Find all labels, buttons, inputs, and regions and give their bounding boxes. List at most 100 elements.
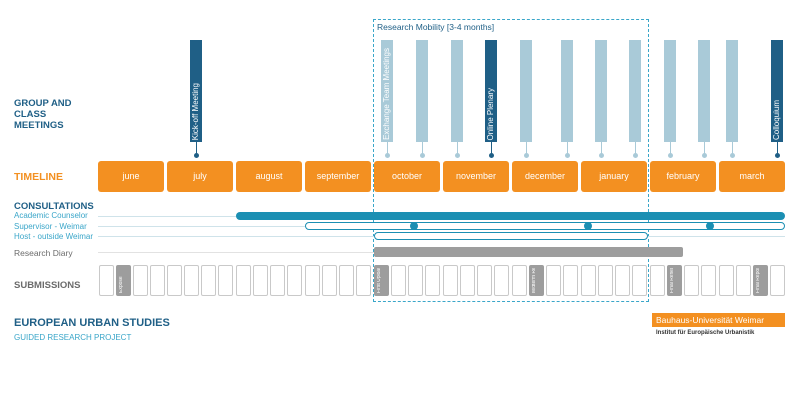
consultations-label: CONSULTATIONS [14, 201, 94, 212]
group-meetings-label: GROUP AND CLASS MEETINGS [14, 98, 72, 131]
host-bar [374, 232, 648, 240]
kickoff-stem [196, 142, 197, 154]
submission-week-box [253, 265, 268, 296]
submission-expose: Exposé [116, 265, 131, 296]
exchange-meetings-label: Exchange Team Meetings [382, 48, 391, 140]
footer-subtitle: GUIDED RESEARCH PROJECT [14, 333, 132, 342]
academic-counselor-label: Academic Counselor [14, 211, 88, 220]
submission-week-box [270, 265, 285, 296]
meeting-stem-8 [635, 142, 636, 154]
submission-week-box [770, 265, 785, 296]
submission-week-box [512, 265, 527, 296]
exchange-dot [385, 153, 390, 158]
timeline-label: TIMELINE [14, 171, 63, 183]
month-july: july [167, 161, 233, 192]
submission-week-box [322, 265, 337, 296]
host-line [98, 236, 374, 237]
meeting-bar-3 [451, 40, 463, 142]
meeting-stem-3 [457, 142, 458, 154]
midterm-reflection-label: Midterm Reflection [532, 268, 537, 293]
research-mobility-label: Research Mobility [3-4 months] [377, 22, 495, 32]
online-plenary-bar: Online Plenary [485, 40, 497, 142]
submission-week-box [356, 265, 371, 296]
submission-week-box [494, 265, 509, 296]
submission-week-box [218, 265, 233, 296]
online-plenary-stem [491, 142, 492, 154]
footer-title: EUROPEAN URBAN STUDIES [14, 317, 170, 329]
final-report-label: Final Report [756, 268, 761, 293]
submission-week-box [546, 265, 561, 296]
supervisor-line [98, 226, 306, 227]
meeting-stem-6 [567, 142, 568, 154]
submission-final-reflection: Final Reflection [667, 265, 682, 296]
submission-week-box [236, 265, 251, 296]
month-december: december [512, 161, 578, 192]
meeting-stem-9 [670, 142, 671, 154]
submissions-label: SUBMISSIONS [14, 280, 81, 291]
submission-week-box [99, 265, 114, 296]
meeting-dot-10 [702, 153, 707, 158]
meeting-stem-5 [526, 142, 527, 154]
supervisor-dot-1 [410, 222, 418, 230]
month-october: october [374, 161, 440, 192]
submission-week-box [391, 265, 406, 296]
research-mobility-frame [373, 19, 649, 302]
meeting-bar-7 [595, 40, 607, 142]
month-february: february [650, 161, 716, 192]
meeting-stem-11 [732, 142, 733, 154]
meeting-stem-7 [601, 142, 602, 154]
supervisor-label: Supervisor - Weimar [14, 222, 87, 231]
meeting-dot-9 [668, 153, 673, 158]
supervisor-dot-2 [584, 222, 592, 230]
submission-week-box [632, 265, 647, 296]
colloquium-stem [777, 142, 778, 154]
host-line-tail [648, 236, 785, 237]
research-diary-label: Research Diary [14, 248, 73, 258]
kickoff-meeting-label: Kick-off Meeting [191, 82, 200, 140]
submission-week-box [133, 265, 148, 296]
academic-line [98, 216, 238, 217]
month-march: march [719, 161, 785, 192]
submission-week-box [201, 265, 216, 296]
submission-week-box [443, 265, 458, 296]
final-reflection-label: Final Reflection [670, 268, 675, 293]
diary-line [98, 252, 374, 253]
colloquium-bar: Colloquium [771, 40, 783, 142]
host-label: Host - outside Weimar [14, 232, 93, 241]
submission-week-box [287, 265, 302, 296]
month-september: september [305, 161, 371, 192]
first-uploads-label: First Uploads [377, 268, 382, 293]
meeting-dot-7 [599, 153, 604, 158]
colloquium-label: Colloquium [772, 99, 781, 140]
exchange-meeting-bar: Exchange Team Meetings [381, 40, 393, 142]
online-plenary-dot [489, 153, 494, 158]
submission-week-box [719, 265, 734, 296]
month-january: january [581, 161, 647, 192]
submission-midterm-reflection: Midterm Reflection [529, 265, 544, 296]
university-logo-text: Bauhaus-Universität Weimar [656, 315, 765, 325]
meeting-bar-5 [520, 40, 532, 142]
submission-week-box [477, 265, 492, 296]
meeting-bar-10 [698, 40, 710, 142]
meeting-bar-6 [561, 40, 573, 142]
submission-week-box [425, 265, 440, 296]
submission-week-box [408, 265, 423, 296]
month-june: june [98, 161, 164, 192]
meeting-dot-5 [524, 153, 529, 158]
supervisor-dot-3 [706, 222, 714, 230]
colloquium-dot [775, 153, 780, 158]
online-plenary-label: Online Plenary [486, 87, 495, 140]
submission-week-box [701, 265, 716, 296]
meeting-bar-2 [416, 40, 428, 142]
meeting-dot-6 [565, 153, 570, 158]
kickoff-meeting-bar: Kick-off Meeting [190, 40, 202, 142]
meeting-dot-2 [420, 153, 425, 158]
submission-week-box [563, 265, 578, 296]
month-november: november [443, 161, 509, 192]
exchange-stem [387, 142, 388, 154]
meeting-dot-8 [633, 153, 638, 158]
kickoff-dot [194, 153, 199, 158]
meeting-dot-3 [455, 153, 460, 158]
meeting-dot-11 [730, 153, 735, 158]
expose-label: Exposé [119, 276, 124, 293]
